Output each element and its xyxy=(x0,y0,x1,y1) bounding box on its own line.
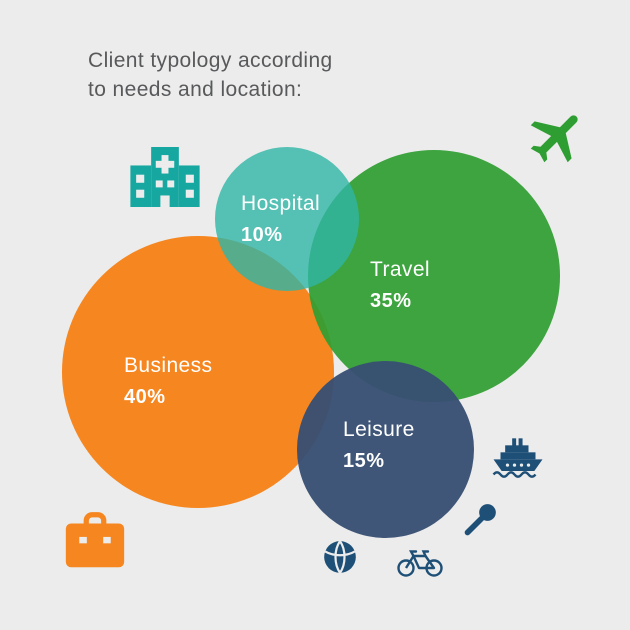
hospital-label: Hospital 10% xyxy=(241,192,320,247)
chart-title-line2: to needs and location: xyxy=(88,78,303,101)
leisure-label-value: 15% xyxy=(343,450,385,472)
travel-label-name: Travel xyxy=(370,258,430,281)
hospital-bubble xyxy=(215,147,359,291)
travel-label: Travel 35% xyxy=(370,258,430,313)
business-label-value: 40% xyxy=(124,386,166,408)
microphone-icon xyxy=(460,500,500,540)
beach-ball-icon xyxy=(321,538,359,576)
business-label: Business 40% xyxy=(124,354,212,409)
briefcase-icon xyxy=(56,506,134,576)
leisure-bubble xyxy=(297,361,474,538)
cruise-ship-icon xyxy=(490,436,546,478)
hospital-label-value: 10% xyxy=(241,224,283,246)
leisure-label-name: Leisure xyxy=(343,418,415,441)
bicycle-icon xyxy=(396,546,444,578)
chart-title-line1: Client typology according xyxy=(88,49,333,72)
business-label-name: Business xyxy=(124,354,213,377)
leisure-label: Leisure 15% xyxy=(343,418,415,473)
chart-title: Client typology according to needs and l… xyxy=(88,46,333,104)
hospital-label-name: Hospital xyxy=(241,192,321,215)
hospital-building-icon xyxy=(128,147,202,207)
airplane-icon xyxy=(510,89,603,182)
travel-label-value: 35% xyxy=(370,290,412,312)
